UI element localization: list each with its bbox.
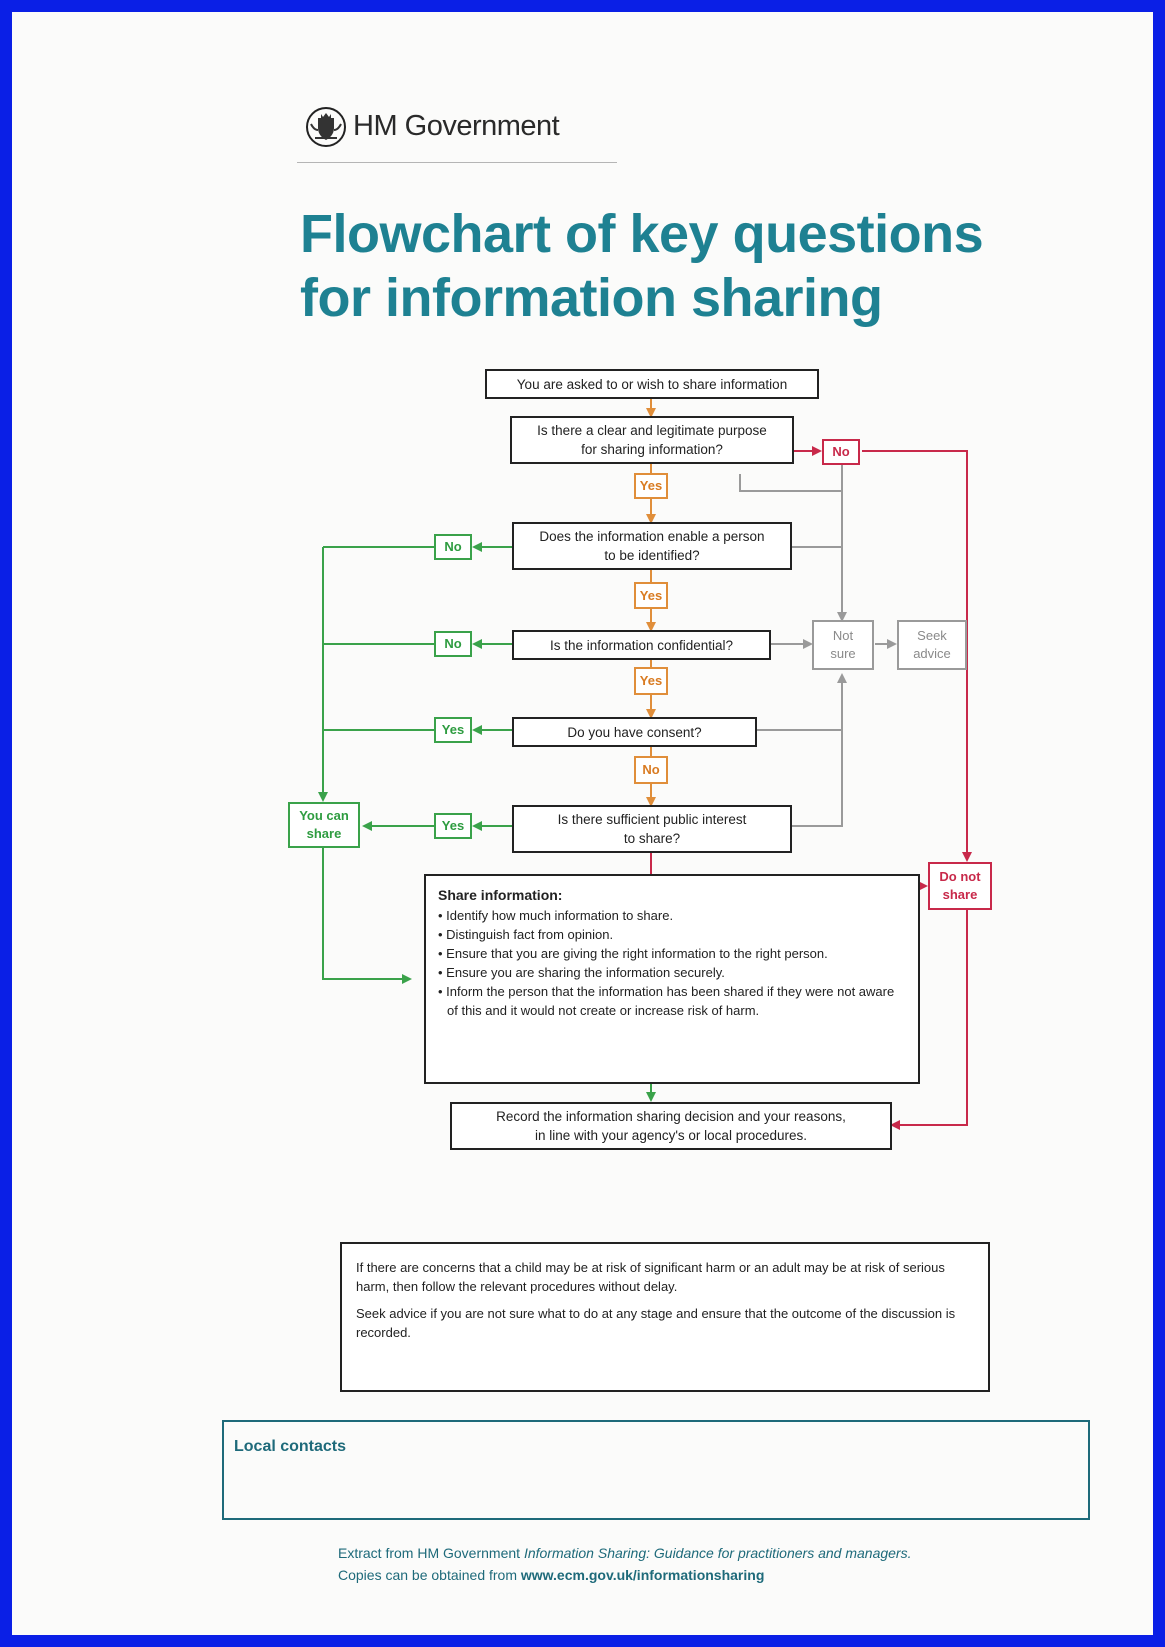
footer-line-1: Extract from HM Government Information S…	[338, 1542, 1058, 1564]
record-decision-box: Record the information sharing decision …	[450, 1102, 892, 1150]
do-not-share-box: Do not share	[928, 862, 992, 910]
q2-line-2: to be identified?	[604, 548, 700, 563]
list-item: Inform the person that the information h…	[438, 982, 906, 1020]
footer-extract: Extract from HM Government Information S…	[338, 1542, 1058, 1586]
do-not-share-line-2: share	[942, 887, 978, 902]
start-label: You are asked to or wish to share inform…	[516, 376, 788, 392]
yes-tag-purpose: Yes	[634, 473, 668, 499]
list-item: Distinguish fact from opinion.	[438, 925, 906, 944]
publication-title: Information Sharing: Guidance for practi…	[523, 1545, 912, 1561]
flow-connectors	[318, 397, 972, 1130]
list-item: Ensure that you are giving the right inf…	[438, 944, 906, 963]
question-legitimate-purpose: Is there a clear and legitimate purpose …	[510, 416, 794, 464]
yes-tag-confidential: Yes	[634, 667, 668, 695]
q1-line-1: Is there a clear and legitimate purpose	[537, 423, 767, 438]
local-contacts-box: Local contacts	[222, 1420, 1090, 1520]
no-label: No	[642, 762, 660, 777]
do-not-share-line-1: Do not	[939, 869, 981, 884]
not-sure-line-2: sure	[830, 646, 856, 661]
you-can-share-line-2: share	[306, 826, 342, 841]
yes-label: Yes	[441, 722, 465, 737]
q3-label: Is the information confidential?	[549, 637, 734, 653]
share-information-list: Identify how much information to share. …	[438, 906, 906, 1020]
yes-label: Yes	[639, 587, 663, 603]
question-identifiable: Does the information enable a person to …	[512, 522, 792, 570]
not-sure-box: Not sure	[812, 620, 874, 670]
question-confidential: Is the information confidential?	[512, 630, 771, 660]
no-label: No	[444, 539, 462, 554]
title-line-1: Flowchart of key questions	[300, 204, 984, 264]
you-can-share-box: You can share	[288, 802, 360, 848]
no-tag-identifiable: No	[434, 534, 472, 560]
seek-advice-box: Seek advice	[897, 620, 967, 670]
question-consent: Do you have consent?	[512, 717, 757, 747]
no-tag-purpose: No	[822, 439, 860, 465]
seek-advice-line-2: advice	[913, 646, 951, 661]
q5-line-2: to share?	[623, 831, 681, 846]
yes-label: Yes	[441, 818, 465, 833]
q5-line-1: Is there sufficient public interest	[557, 812, 747, 827]
question-public-interest: Is there sufficient public interest to s…	[512, 805, 792, 853]
yes-label: Yes	[639, 478, 663, 493]
royal-crest-icon	[306, 107, 346, 147]
copies-prefix: Copies can be obtained from	[338, 1567, 521, 1583]
footer-prefix: Extract from HM Government	[338, 1545, 524, 1561]
seek-advice-line-1: Seek	[917, 628, 947, 643]
q4-label: Do you have consent?	[567, 724, 702, 740]
record-line-1: Record the information sharing decision …	[496, 1109, 846, 1124]
notice-paragraph-2: Seek advice if you are not sure what to …	[356, 1306, 956, 1340]
yes-tag-identifiable: Yes	[634, 582, 668, 609]
no-label: No	[832, 444, 850, 459]
no-tag-consent: No	[634, 756, 668, 784]
share-information-heading: Share information:	[438, 887, 563, 903]
footer-url-link[interactable]: www.ecm.gov.uk/informationsharing	[520, 1567, 765, 1583]
q2-line-1: Does the information enable a person	[539, 529, 765, 544]
list-item: Ensure you are sharing the information s…	[438, 963, 906, 982]
local-contacts-label: Local contacts	[234, 1438, 347, 1455]
notice-box: If there are concerns that a child may b…	[340, 1242, 990, 1392]
q1-line-2: for sharing information?	[581, 442, 723, 457]
no-label: No	[444, 636, 462, 651]
not-sure-line-1: Not	[832, 628, 854, 643]
title-line-2: for information sharing	[300, 268, 883, 328]
start-box: You are asked to or wish to share inform…	[485, 369, 819, 399]
org-name: HM Government	[353, 110, 560, 142]
notice-paragraph-1: If there are concerns that a child may b…	[356, 1260, 945, 1294]
list-item: Identify how much information to share.	[438, 906, 906, 925]
flowchart-page: HM Government Flowchart of key questions…	[12, 12, 1153, 1635]
yes-tag-consent: Yes	[434, 717, 472, 743]
record-line-2: in line with your agency's or local proc…	[535, 1128, 807, 1143]
yes-label: Yes	[639, 673, 663, 688]
no-tag-confidential: No	[434, 631, 472, 657]
yes-tag-public-interest: Yes	[434, 813, 472, 839]
footer-line-2: Copies can be obtained from www.ecm.gov.…	[338, 1564, 1058, 1586]
you-can-share-line-1: You can	[299, 808, 349, 823]
page-title: Flowchart of key questions for informati…	[300, 202, 1100, 330]
share-information-box: Share information: Identify how much inf…	[424, 874, 920, 1084]
gov-header: HM Government	[297, 100, 617, 163]
